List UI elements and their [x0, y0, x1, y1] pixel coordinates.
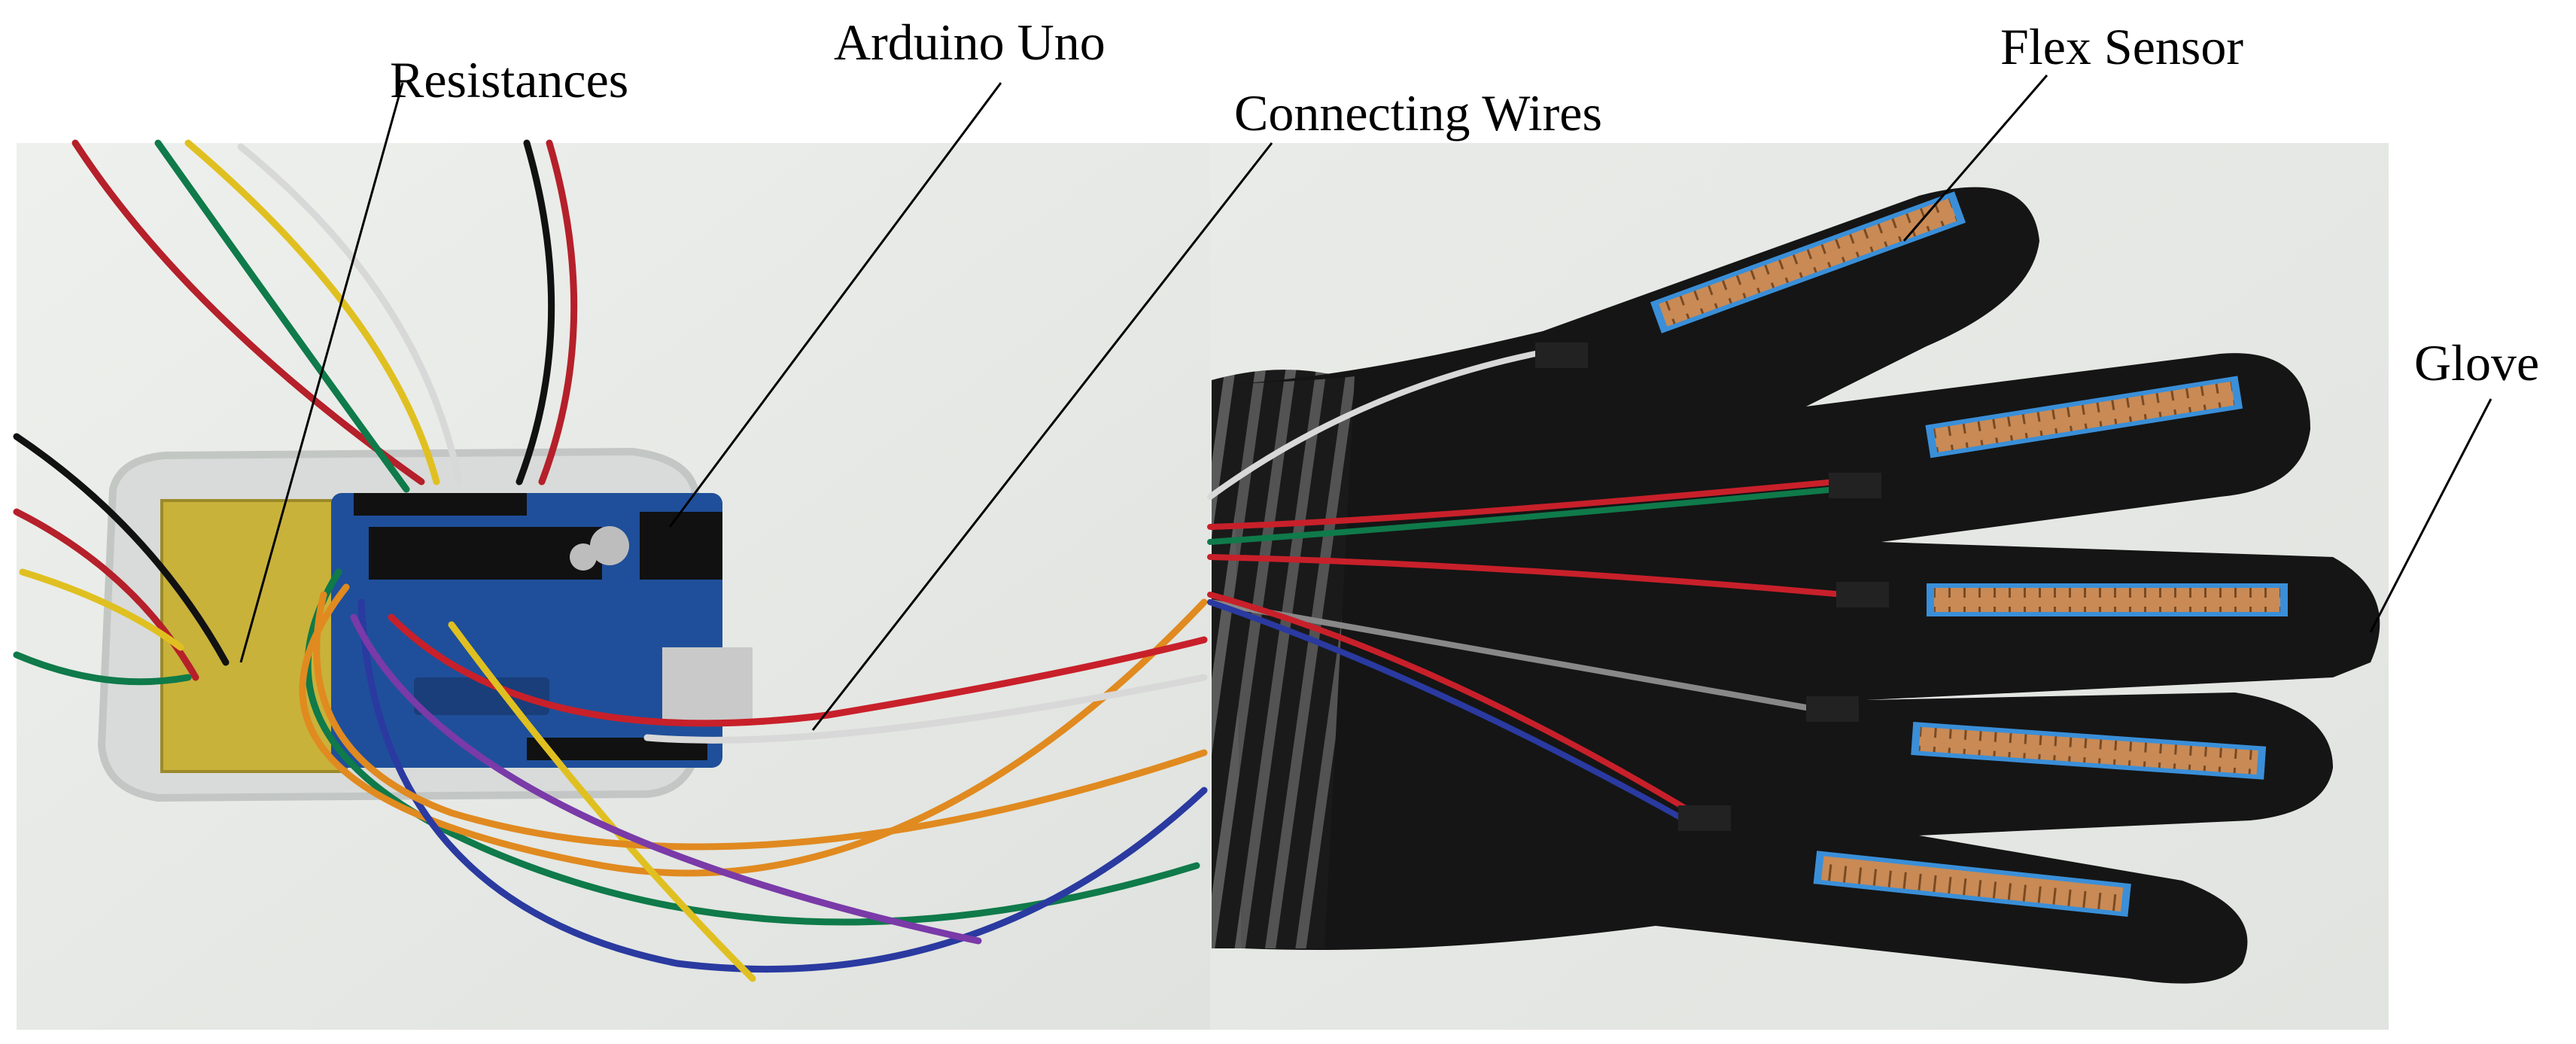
flex-sensors — [1650, 191, 2288, 917]
resistances-label: Resistances — [390, 51, 629, 108]
connecting-wires — [13, 139, 1208, 982]
leader-lines — [239, 75, 2492, 731]
arduino-board — [331, 493, 753, 768]
glove — [1212, 187, 2380, 984]
connectors — [1535, 342, 1889, 831]
flex-sensor-label: Flex Sensor — [2000, 18, 2243, 75]
glove-label: Glove — [2414, 334, 2540, 391]
glove-wires — [1207, 351, 1847, 823]
glove-photo — [1207, 143, 2389, 1030]
arduino-photo — [13, 139, 1210, 1030]
arduino-uno-label: Arduino Uno — [834, 14, 1106, 71]
connecting-wires-label: Connecting Wires — [1234, 84, 1602, 142]
